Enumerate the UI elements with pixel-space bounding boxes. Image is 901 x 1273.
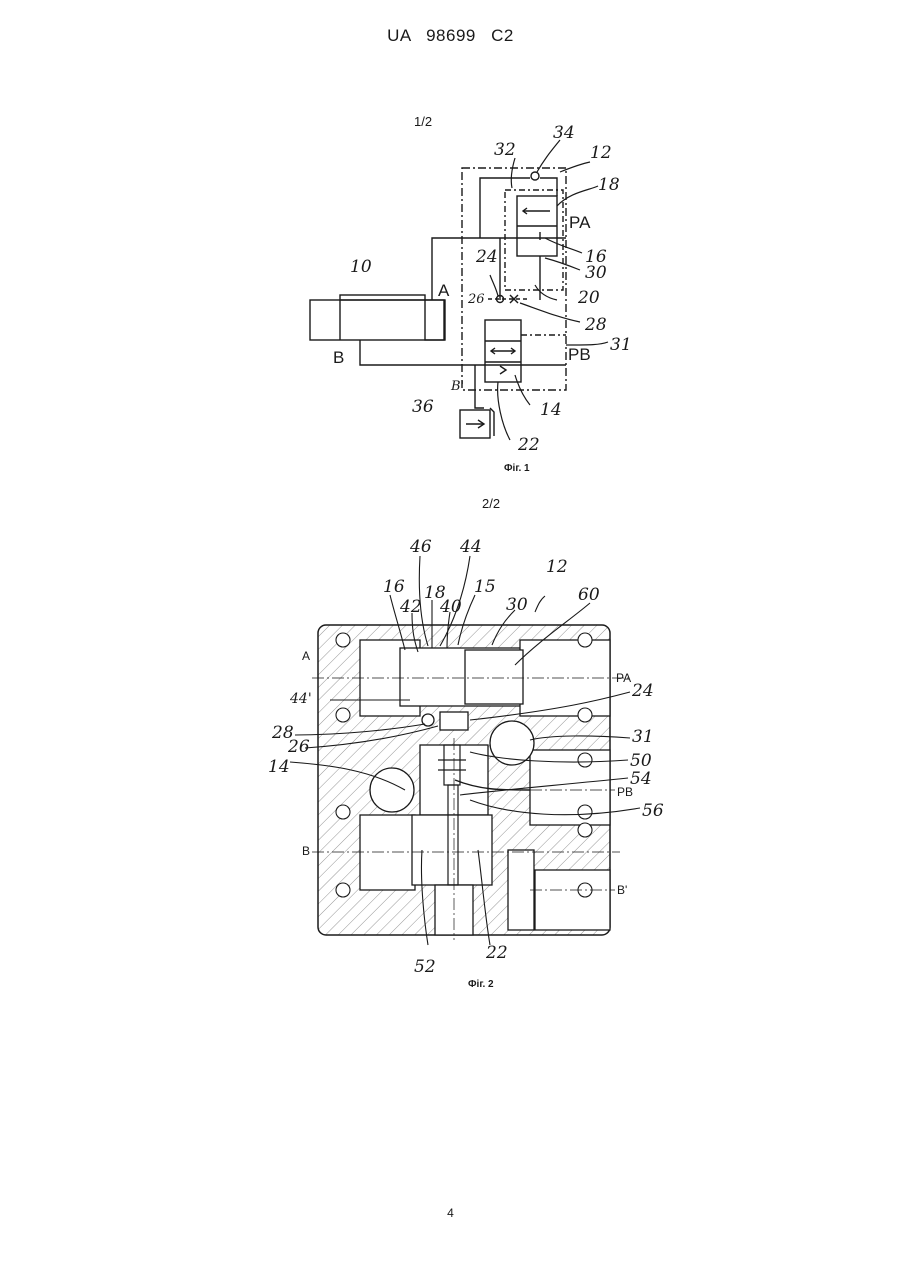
fig2-ref-52: 52 <box>414 957 436 977</box>
fig2-ref-PA: PA <box>616 671 631 685</box>
fig2-ref-60: 60 <box>578 585 600 605</box>
fig2-ref-42: 42 <box>399 597 422 617</box>
fig2-ref-22: 22 <box>485 943 508 963</box>
fig2-ref-15: 15 <box>474 577 496 597</box>
fig2-ref-14: 14 <box>268 757 290 777</box>
fig2-ref-50: 50 <box>630 751 652 771</box>
fig2-ref-31: 31 <box>632 727 654 747</box>
fig2-ref-26: 26 <box>287 737 310 757</box>
fig2-ref-44-prime: 44' <box>289 691 312 707</box>
fig2-ref-PB: PB <box>617 785 633 799</box>
fig2-ref-54: 54 <box>630 769 652 789</box>
fig2-ref-12: 12 <box>546 557 568 577</box>
fig2-ref-46: 46 <box>409 537 432 557</box>
fig2-ref-16: 16 <box>383 577 405 597</box>
fig2-ref-B-prime: B' <box>617 883 627 897</box>
fig2-ref-30: 30 <box>506 595 528 615</box>
fig2-ref-44: 44 <box>459 537 482 557</box>
fig2-ref-24: 24 <box>631 681 654 701</box>
fig2-ref-40: 40 <box>439 597 462 617</box>
fig2-ref-B: B <box>302 844 310 858</box>
fig2-ref-A: A <box>302 649 310 663</box>
fig2-ref-56: 56 <box>642 801 664 821</box>
